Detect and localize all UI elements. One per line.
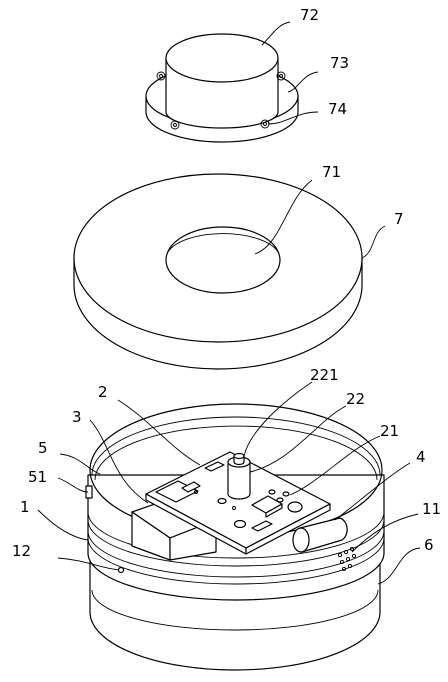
leader-11 (351, 513, 419, 553)
board-components-21 (155, 461, 303, 532)
leader-6 (377, 547, 421, 585)
leader-2 (117, 399, 201, 466)
label-4: 4 (416, 448, 426, 466)
label-2: 2 (98, 383, 108, 401)
label-6: 6 (424, 536, 434, 554)
label-5: 5 (38, 439, 48, 457)
leader-221 (243, 381, 313, 457)
screw-icon (156, 71, 166, 81)
leader-72 (261, 21, 291, 46)
leader-5 (59, 453, 101, 475)
label-72: 72 (300, 6, 319, 24)
leader-21 (289, 435, 381, 496)
screw-icon (276, 71, 286, 81)
leader-71 (254, 179, 313, 255)
label-73: 73 (330, 54, 349, 72)
ring-7 (73, 173, 363, 370)
cap-72 (165, 33, 279, 129)
circuit-board-2 (145, 451, 331, 555)
leader-74 (267, 111, 319, 125)
leader-51 (57, 477, 89, 493)
leader-22 (249, 405, 347, 473)
leader-7 (361, 225, 386, 259)
screw-icon (170, 120, 180, 130)
label-12: 12 (12, 542, 31, 560)
label-7: 7 (394, 210, 404, 228)
screws-74 (156, 71, 286, 130)
post-tip-221 (233, 452, 245, 466)
leader-4 (334, 462, 411, 521)
label-22: 22 (346, 390, 365, 408)
label-21: 21 (380, 422, 399, 440)
indicator-12 (117, 566, 125, 574)
reference-numerals: 72 73 74 71 7 221 2 22 3 21 5 4 51 11 1 … (12, 6, 441, 560)
leader-3 (89, 419, 149, 504)
label-221: 221 (310, 366, 339, 384)
leader-73 (287, 71, 319, 93)
vent-holes-11 (337, 546, 357, 572)
part-4 (292, 517, 348, 553)
leader-lines (37, 21, 421, 585)
leader-1 (37, 509, 89, 541)
label-3: 3 (72, 408, 82, 426)
label-1: 1 (20, 498, 30, 516)
leader-12 (57, 557, 120, 571)
label-11: 11 (422, 500, 441, 518)
label-51: 51 (28, 468, 47, 486)
label-71: 71 (322, 163, 341, 181)
label-74: 74 (328, 100, 347, 118)
